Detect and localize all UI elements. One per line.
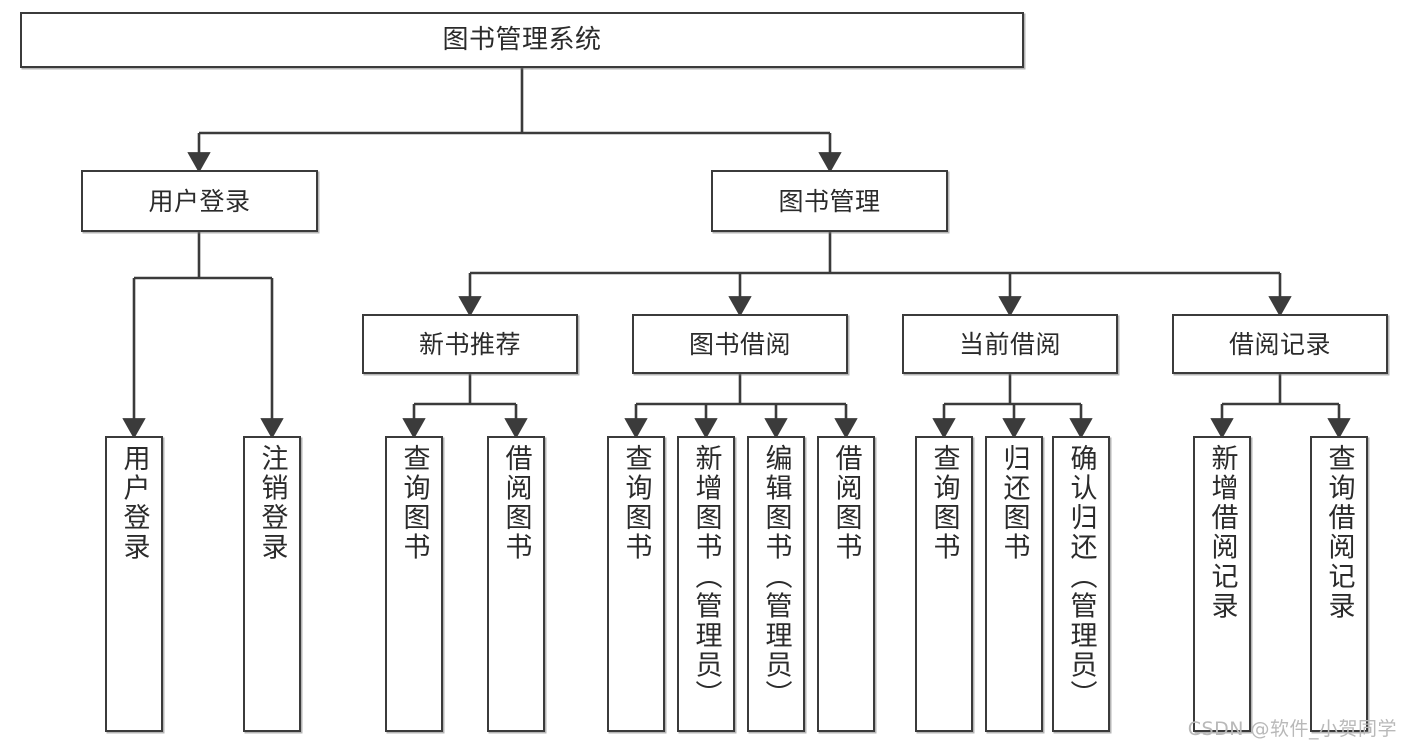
edge-group-new-book bbox=[402, 374, 528, 439]
node-current-borrow-label: 当前借阅 bbox=[958, 329, 1061, 359]
node-user-login-label: 用户登录 bbox=[148, 186, 251, 216]
node-book-borrow-label: 图书借阅 bbox=[688, 329, 791, 359]
leaf-node-label: 确认归还（管理员） bbox=[1065, 444, 1097, 710]
node-current-borrow[interactable]: 当前借阅 bbox=[902, 314, 1118, 374]
leaf-node[interactable]: 查询图书 bbox=[915, 436, 973, 732]
edge-group-root bbox=[187, 68, 842, 173]
leaf-node[interactable]: 查询图书 bbox=[385, 436, 443, 732]
edge-group-current bbox=[932, 374, 1093, 439]
edge-group-book-mgmt bbox=[458, 232, 1292, 317]
csdn-watermark: CSDN @软件_小贺同学 bbox=[1187, 718, 1397, 740]
leaf-node[interactable]: 借阅图书 bbox=[487, 436, 545, 732]
leaf-node[interactable]: 确认归还（管理员） bbox=[1052, 436, 1110, 732]
node-user-login[interactable]: 用户登录 bbox=[81, 170, 318, 232]
edge-group-borrow bbox=[624, 374, 858, 439]
leaf-node[interactable]: 新增图书（管理员） bbox=[677, 436, 735, 732]
node-new-book-recommend[interactable]: 新书推荐 bbox=[362, 314, 578, 374]
leaf-node[interactable]: 编辑图书（管理员） bbox=[747, 436, 805, 732]
node-borrow-records-label: 借阅记录 bbox=[1228, 329, 1331, 359]
leaf-node-label: 查询图书 bbox=[620, 444, 652, 562]
leaf-node-label: 归还图书 bbox=[998, 444, 1030, 562]
leaf-node[interactable]: 查询借阅记录 bbox=[1310, 436, 1368, 732]
leaf-node-label: 借阅图书 bbox=[500, 444, 532, 562]
node-new-book-recommend-label: 新书推荐 bbox=[418, 329, 521, 359]
leaf-node[interactable]: 用户登录 bbox=[105, 436, 163, 732]
leaf-node[interactable]: 归还图书 bbox=[985, 436, 1043, 732]
edge-group-user-login bbox=[122, 232, 284, 439]
leaf-node-label: 借阅图书 bbox=[830, 444, 862, 562]
leaf-node[interactable]: 查询图书 bbox=[607, 436, 665, 732]
leaf-node[interactable]: 新增借阅记录 bbox=[1193, 436, 1251, 732]
edge-group-records bbox=[1210, 374, 1351, 439]
leaf-node-label: 用户登录 bbox=[118, 444, 150, 562]
leaf-node-label: 查询图书 bbox=[398, 444, 430, 562]
leaf-node-label: 查询图书 bbox=[928, 444, 960, 562]
node-book-management[interactable]: 图书管理 bbox=[711, 170, 948, 232]
leaf-node-label: 注销登录 bbox=[256, 444, 288, 562]
leaf-node-label: 新增图书（管理员） bbox=[690, 444, 722, 710]
node-book-borrow[interactable]: 图书借阅 bbox=[632, 314, 848, 374]
leaf-node[interactable]: 借阅图书 bbox=[817, 436, 875, 732]
leaf-node-label: 编辑图书（管理员） bbox=[760, 444, 792, 710]
leaf-node-label: 新增借阅记录 bbox=[1206, 444, 1238, 621]
node-book-management-label: 图书管理 bbox=[778, 186, 881, 216]
node-borrow-records[interactable]: 借阅记录 bbox=[1172, 314, 1388, 374]
leaf-node-label: 查询借阅记录 bbox=[1323, 444, 1355, 621]
node-root[interactable]: 图书管理系统 bbox=[20, 12, 1024, 68]
leaf-node[interactable]: 注销登录 bbox=[243, 436, 301, 732]
node-root-label: 图书管理系统 bbox=[442, 24, 602, 55]
